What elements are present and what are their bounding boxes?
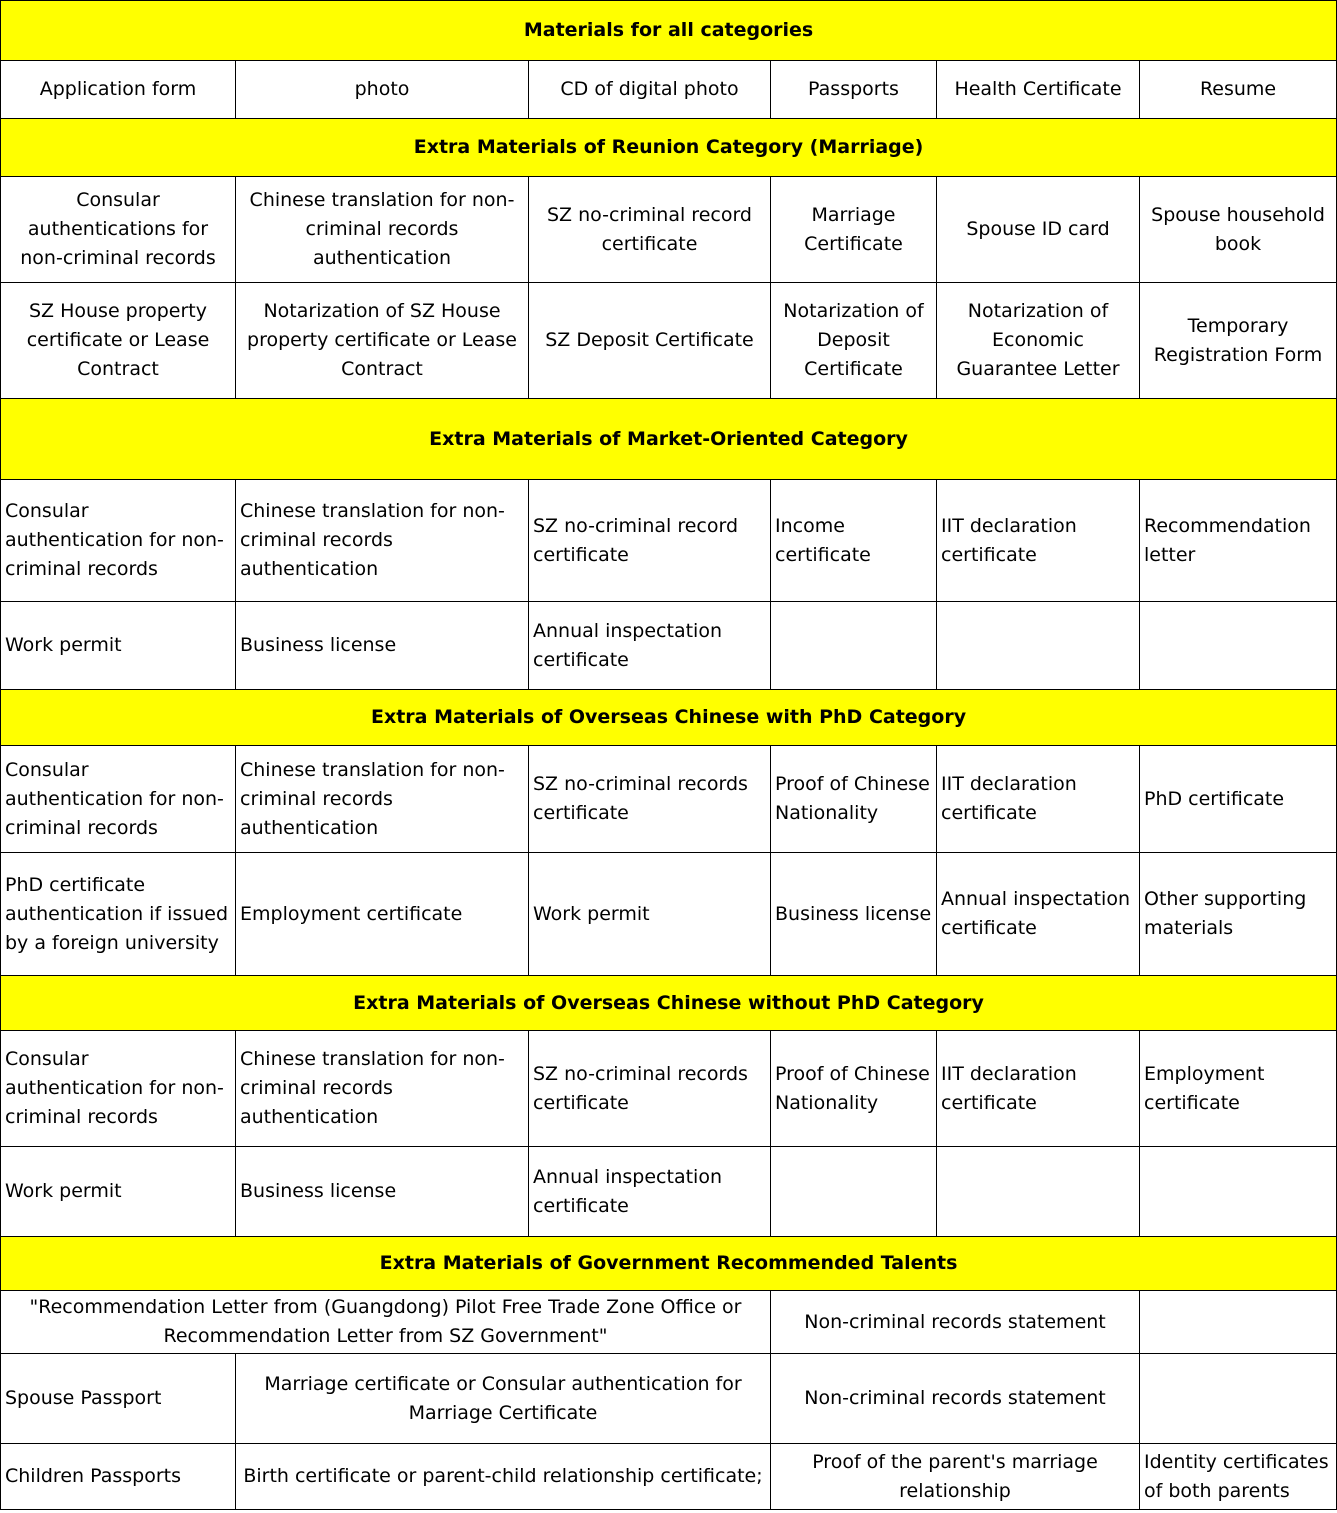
table-cell: SZ no-criminal record certificate xyxy=(528,176,771,283)
section-title-reunion: Extra Materials of Reunion Category (Mar… xyxy=(0,118,1337,177)
table-cell: Proof of Chinese Nationality xyxy=(770,1030,937,1147)
table-cell: Annual inspectation certificate xyxy=(936,852,1140,976)
table-row: Consular authentication for non-criminal… xyxy=(0,1030,1337,1147)
table-cell: Notarization of Deposit Certificate xyxy=(770,282,937,399)
table-cell xyxy=(936,1146,1140,1237)
table-cell: Non-criminal records statement xyxy=(770,1290,1140,1354)
table-cell: SZ no-criminal records certificate xyxy=(528,745,771,853)
table-cell xyxy=(770,601,937,690)
table-cell: SZ no-criminal record certificate xyxy=(528,479,771,602)
table-cell: Consular authentication for non-criminal… xyxy=(0,479,236,602)
table-cell: Consular authentications for non-crimina… xyxy=(0,176,236,283)
table-row: PhD certificate authentication if issued… xyxy=(0,852,1337,976)
table-cell: Proof of Chinese Nationality xyxy=(770,745,937,853)
section-header-row: Extra Materials of Government Recommende… xyxy=(0,1236,1337,1291)
table-cell: Business license xyxy=(235,1146,529,1237)
table-cell: Notarization of SZ House property certif… xyxy=(235,282,529,399)
section-header-row: Materials for all categories xyxy=(0,0,1337,61)
table-cell: Spouse ID card xyxy=(936,176,1140,283)
table-cell: IIT declaration certificate xyxy=(936,745,1140,853)
table-cell xyxy=(936,601,1140,690)
table-row: Consular authentications for non-crimina… xyxy=(0,176,1337,283)
table-cell: Temporary Registration Form xyxy=(1138,282,1337,399)
table-cell: Employment certificate xyxy=(1138,1030,1337,1147)
table-cell: "Recommendation Letter from (Guangdong) … xyxy=(0,1290,771,1354)
table-cell xyxy=(1138,1146,1337,1237)
table-row: Work permit Business license Annual insp… xyxy=(0,601,1337,690)
table-cell: Annual inspectation certificate xyxy=(528,1146,771,1237)
table-cell xyxy=(1138,1353,1337,1444)
section-header-row: Extra Materials of Reunion Category (Mar… xyxy=(0,118,1337,177)
table-row: Spouse Passport Marriage certificate or … xyxy=(0,1353,1337,1444)
table-cell: Consular authentication for non-criminal… xyxy=(0,745,236,853)
table-cell: Employment certificate xyxy=(235,852,529,976)
table-cell: PhD certificate xyxy=(1138,745,1337,853)
table-cell: Proof of the parent's marriage relations… xyxy=(770,1443,1140,1510)
table-cell: Marriage Certificate xyxy=(770,176,937,283)
table-cell: Chinese translation for non-criminal rec… xyxy=(235,1030,529,1147)
section-title-gov: Extra Materials of Government Recommende… xyxy=(0,1236,1337,1291)
table-cell: Passports xyxy=(770,60,937,119)
table-cell: SZ no-criminal records certificate xyxy=(528,1030,771,1147)
table-cell: Notarization of Economic Guarantee Lette… xyxy=(936,282,1140,399)
table-cell: Birth certificate or parent-child relati… xyxy=(235,1443,771,1510)
section-title-all: Materials for all categories xyxy=(0,0,1337,61)
table-cell: SZ Deposit Certificate xyxy=(528,282,771,399)
table-cell: photo xyxy=(235,60,529,119)
table-cell: Work permit xyxy=(0,1146,236,1237)
table-cell: Spouse Passport xyxy=(0,1353,236,1444)
section-title-nophd: Extra Materials of Overseas Chinese with… xyxy=(0,975,1337,1031)
table-cell: IIT declaration certificate xyxy=(936,1030,1140,1147)
table-row: Consular authentication for non-criminal… xyxy=(0,745,1337,853)
table-cell: Health Certificate xyxy=(936,60,1140,119)
table-cell: Work permit xyxy=(528,852,771,976)
table-cell: Other supporting materials xyxy=(1138,852,1337,976)
table-cell: Work permit xyxy=(0,601,236,690)
table-cell xyxy=(770,1146,937,1237)
table-row: Work permit Business license Annual insp… xyxy=(0,1146,1337,1237)
table-cell: Annual inspectation certificate xyxy=(528,601,771,690)
table-cell: Consular authentication for non-criminal… xyxy=(0,1030,236,1147)
table-cell: Business license xyxy=(770,852,937,976)
table-cell: Chinese translation for non-criminal rec… xyxy=(235,176,529,283)
table-row: Children Passports Birth certificate or … xyxy=(0,1443,1337,1510)
table-cell: PhD certificate authentication if issued… xyxy=(0,852,236,976)
table-cell xyxy=(1138,1290,1337,1354)
section-title-market: Extra Materials of Market-Oriented Categ… xyxy=(0,398,1337,480)
table-row: "Recommendation Letter from (Guangdong) … xyxy=(0,1290,1337,1354)
table-cell: Marriage certificate or Consular authent… xyxy=(235,1353,771,1444)
table-cell: Children Passports xyxy=(0,1443,236,1510)
table-cell: Identity certificates of both parents xyxy=(1138,1443,1337,1510)
table-cell: Business license xyxy=(235,601,529,690)
section-header-row: Extra Materials of Overseas Chinese with… xyxy=(0,975,1337,1031)
table-row: Application form photo CD of digital pho… xyxy=(0,60,1337,119)
table-cell: Income certificate xyxy=(770,479,937,602)
table-cell: Resume xyxy=(1138,60,1337,119)
table-cell: Spouse household book xyxy=(1138,176,1337,283)
section-header-row: Extra Materials of Market-Oriented Categ… xyxy=(0,398,1337,480)
table-row: Consular authentication for non-criminal… xyxy=(0,479,1337,602)
table-cell: CD of digital photo xyxy=(528,60,771,119)
section-header-row: Extra Materials of Overseas Chinese with… xyxy=(0,689,1337,746)
table-cell: Chinese translation for non-criminal rec… xyxy=(235,479,529,602)
table-cell: Non-criminal records statement xyxy=(770,1353,1140,1444)
table-cell: SZ House property certificate or Lease C… xyxy=(0,282,236,399)
table-cell xyxy=(1138,601,1337,690)
table-cell: Chinese translation for non-criminal rec… xyxy=(235,745,529,853)
table-cell: Application form xyxy=(0,60,236,119)
table-row: SZ House property certificate or Lease C… xyxy=(0,282,1337,399)
table-cell: Recommendation letter xyxy=(1138,479,1337,602)
table-cell: IIT declaration certificate xyxy=(936,479,1140,602)
section-title-phd: Extra Materials of Overseas Chinese with… xyxy=(0,689,1337,746)
